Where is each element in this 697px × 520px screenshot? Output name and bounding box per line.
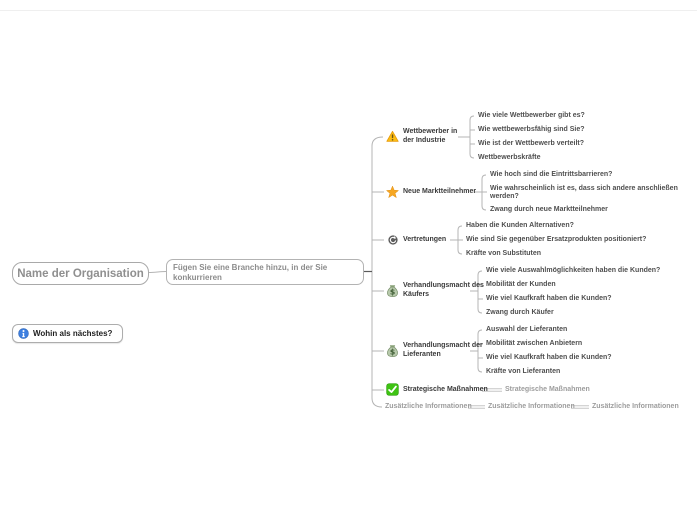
info-icon [18,328,29,339]
branch-label-supplier-power[interactable]: Verhandlungsmacht der Lieferanten [403,342,483,358]
child-node[interactable]: Wie viel Kaufkraft haben die Kunden? [486,295,612,302]
industry-node[interactable]: Fügen Sie eine Branche hinzu, in der Sie… [166,259,364,285]
child-node[interactable]: Zwang durch Käufer [486,309,554,316]
root-node-organisation[interactable]: Name der Organisation [12,262,149,285]
svg-text:$: $ [390,347,395,356]
svg-text:$: $ [390,287,395,296]
child-node[interactable]: Strategische Maßnahmen [505,386,590,393]
child-node[interactable]: Zusätzliche Informationen [592,403,679,410]
child-node[interactable]: Wie wahrscheinlich ist es, dass sich and… [490,185,678,200]
child-node[interactable]: Wettbewerbskräfte [478,154,541,161]
branch-label-new-entrants[interactable]: Neue Marktteilnehmer [403,188,477,195]
branch-label-buyer-power[interactable]: Verhandlungsmacht des Käufers [403,282,484,298]
top-divider [0,10,697,11]
warning-icon [386,130,399,143]
child-node[interactable]: Wie viel Kaufkraft haben die Kunden? [486,354,612,361]
help-button-label: Wohin als nächstes? [33,329,113,338]
child-node[interactable]: Wie ist der Wettbewerb verteilt? [478,140,584,147]
child-node[interactable]: Zusätzliche Informationen [488,403,575,410]
child-node[interactable]: Wie sind Sie gegenüber Ersatzprodukten p… [466,236,647,243]
child-node[interactable]: Auswahl der Lieferanten [486,326,568,333]
money-bag-icon: $ [386,284,399,297]
child-node[interactable]: Wie hoch sind die Eintrittsbarrieren? [490,171,613,178]
branch-label-strategic-actions[interactable]: Strategische Maßnahmen [403,386,488,393]
child-node[interactable]: Mobilität der Kunden [486,281,556,288]
branch-label-competitors[interactable]: Wettbewerber in der Industrie [403,128,458,144]
substitutes-cycle-icon [387,234,400,247]
child-node[interactable]: Kräfte von Lieferanten [486,368,561,375]
child-node[interactable]: Wie wettbewerbsfähig sind Sie? [478,126,585,133]
branch-label-additional-info[interactable]: Zusätzliche Informationen [385,403,472,410]
child-node[interactable]: Haben die Kunden Alternativen? [466,222,574,229]
child-node[interactable]: Mobilität zwischen Anbietern [486,340,583,347]
child-node[interactable]: Wie viele Wettbewerber gibt es? [478,112,585,119]
branch-label-substitutes[interactable]: Vertretungen [403,236,447,243]
check-icon [386,383,399,396]
child-node[interactable]: Kräfte von Substituten [466,250,542,257]
child-node[interactable]: Zwang durch neue Marktteilnehmer [490,206,608,213]
money-bag-icon: $ [386,344,399,357]
help-button[interactable]: Wohin als nächstes? [12,324,123,343]
star-icon [386,185,399,198]
child-node[interactable]: Wie viele Auswahlmöglichkeiten haben die… [486,267,661,274]
